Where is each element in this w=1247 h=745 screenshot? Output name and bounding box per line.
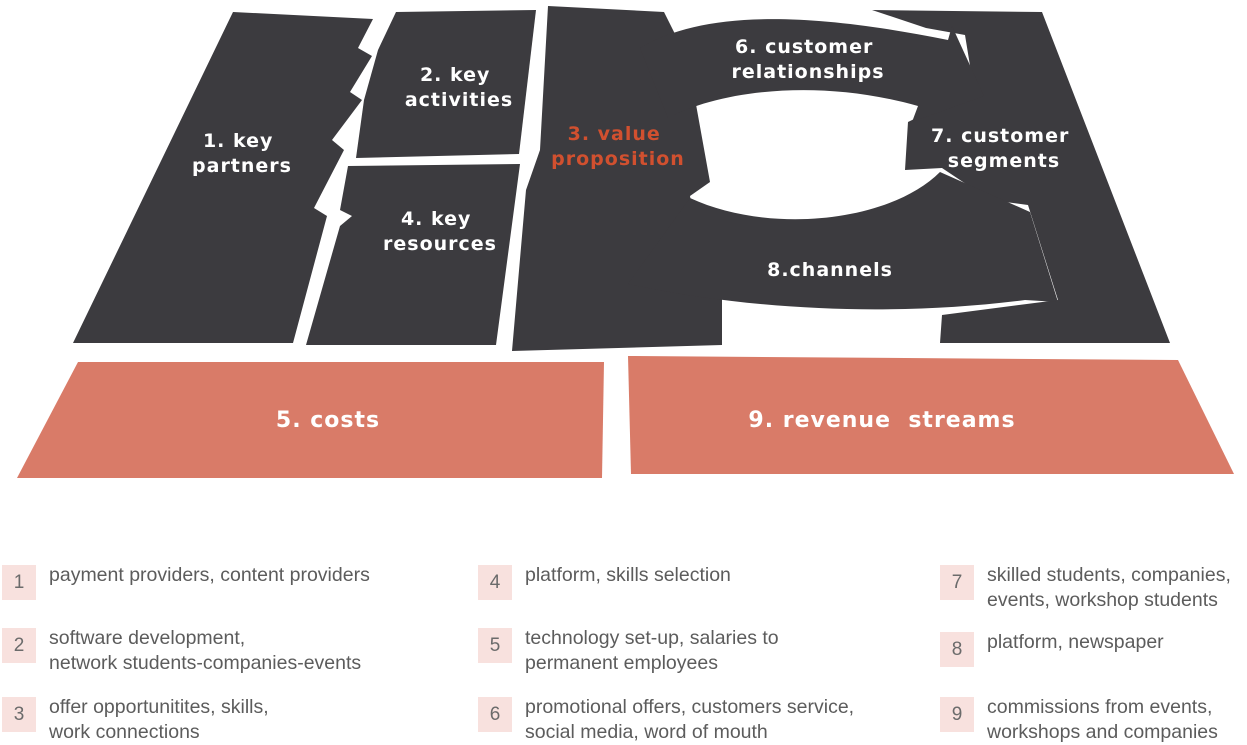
legend-text: platform, newspaper <box>987 631 1164 653</box>
legend-number-badge: 9 <box>940 697 974 732</box>
legend-number-badge: 6 <box>478 697 512 732</box>
customer-relationships-arrow <box>640 19 984 122</box>
legend-item-9: 9 commissions from events, workshops and… <box>940 695 1218 745</box>
key-resources-block <box>306 164 520 345</box>
customer-relationships-label: 6. customer relationships <box>731 36 884 83</box>
key-partners-block <box>73 12 373 343</box>
legend-item-4: 4 platform, skills selection <box>478 563 731 600</box>
revenue-streams-label: 9. revenue streams <box>748 408 1015 433</box>
legend-item-8: 8 platform, newspaper <box>940 630 1164 667</box>
costs-block <box>17 362 604 478</box>
legend-item-6: 6 promotional offers, customers service,… <box>478 695 854 745</box>
value-proposition-label: 3. value proposition <box>551 123 685 170</box>
key-resources-label: 4. key resources <box>383 208 497 255</box>
legend-text: software development, network students-c… <box>49 627 362 674</box>
legend-number-badge: 3 <box>2 697 36 732</box>
revenue-streams-block <box>628 356 1234 474</box>
legend-text: offer opportunitites, skills, work conne… <box>49 696 269 743</box>
legend-item-7: 7 skilled students, companies, events, w… <box>940 563 1231 613</box>
customer-segments-label: 7. customer segments <box>931 125 1077 172</box>
key-activities-block <box>356 10 536 158</box>
legend-text: payment providers, content providers <box>49 564 370 586</box>
legend-number-badge: 5 <box>478 628 512 663</box>
costs-label: 5. costs <box>276 408 380 433</box>
legend-number-badge: 4 <box>478 565 512 600</box>
legend-number-badge: 8 <box>940 632 974 667</box>
legend-number-badge: 1 <box>2 565 36 600</box>
channels-label: 8.channels <box>767 259 893 281</box>
legend-number-badge: 7 <box>940 565 974 600</box>
legend-item-2: 2 software development, network students… <box>2 626 361 676</box>
customer-segments-block <box>872 10 1170 343</box>
key-partners-label: 1. key partners <box>192 130 292 177</box>
business-model-canvas: 1. key partners 2. key activities 4. key… <box>17 6 1234 478</box>
legend-item-1: 1 payment providers, content providers <box>2 563 370 600</box>
legend-item-5: 5 technology set-up, salaries to permane… <box>478 626 779 676</box>
legend-number-badge: 2 <box>2 628 36 663</box>
legend-item-3: 3 offer opportunitites, skills, work con… <box>2 695 269 745</box>
legend-text: promotional offers, customers service, s… <box>525 696 855 743</box>
legend-text: platform, skills selection <box>525 564 731 586</box>
legend-text: skilled students, companies, events, wor… <box>987 564 1231 611</box>
legend-text: technology set-up, salaries to permanent… <box>525 627 779 674</box>
key-activities-label: 2. key activities <box>405 64 513 111</box>
channels-arrow <box>628 172 1058 310</box>
legend-text: commissions from events, workshops and c… <box>987 696 1218 743</box>
